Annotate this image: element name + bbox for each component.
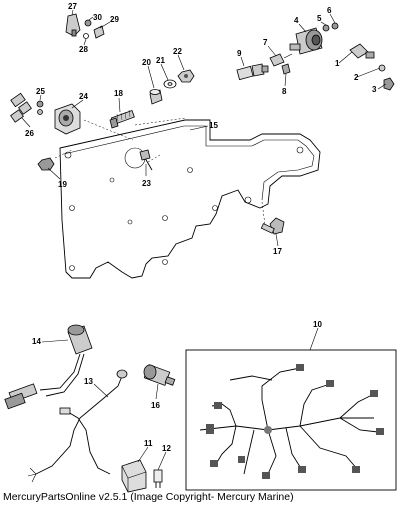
harness-10-connectors — [206, 364, 384, 479]
harness-part-14[interactable] — [4, 324, 93, 410]
callout-28: 28 — [79, 45, 88, 54]
callout-22: 22 — [173, 47, 182, 56]
assembly-lines — [54, 117, 266, 226]
bolt-part-17[interactable] — [260, 217, 285, 235]
copyright-caption: MercuryPartsOnline v2.5.1 (Image Copyrig… — [3, 491, 294, 503]
nut-part-6[interactable] — [331, 22, 339, 30]
callout-4: 4 — [294, 16, 299, 25]
callout-24: 24 — [79, 92, 88, 101]
callout-7: 7 — [263, 38, 268, 47]
washer-part-28[interactable] — [83, 33, 89, 39]
harness-part-13[interactable] — [27, 369, 128, 483]
callout-labels: 1 2 3 4 5 6 7 8 9 10 11 12 13 14 15 16 1… — [25, 2, 377, 453]
callout-9: 9 — [237, 49, 242, 58]
callout-2: 2 — [354, 73, 359, 82]
callout-10: 10 — [313, 320, 322, 329]
leader-lines — [21, 9, 387, 471]
nut-part-22[interactable] — [177, 69, 195, 83]
callout-5: 5 — [317, 14, 322, 23]
harness-part-10[interactable] — [199, 367, 379, 475]
fitting-part-8[interactable] — [281, 63, 291, 75]
mounting-bracket[interactable] — [59, 119, 321, 279]
callout-25: 25 — [36, 87, 45, 96]
relay-part-11[interactable] — [121, 459, 147, 493]
sensor-part-24[interactable] — [54, 103, 81, 135]
clip-part-27[interactable] — [65, 13, 81, 37]
callout-3: 3 — [372, 85, 377, 94]
callout-27: 27 — [68, 2, 77, 11]
spacer-part-20[interactable] — [149, 89, 163, 105]
callout-14: 14 — [32, 337, 41, 346]
callout-18: 18 — [114, 89, 123, 98]
stud-part-18[interactable] — [109, 109, 135, 129]
callout-6: 6 — [327, 6, 332, 15]
fuse-part-12[interactable] — [153, 469, 163, 488]
sensor-part-1[interactable] — [349, 43, 375, 59]
callout-21: 21 — [156, 56, 165, 65]
harness-part-10-box — [185, 349, 397, 491]
callout-8: 8 — [282, 87, 287, 96]
terminal-part-29[interactable] — [93, 25, 105, 39]
washer-part-21[interactable] — [163, 79, 177, 89]
callout-16: 16 — [151, 401, 160, 410]
callout-13: 13 — [84, 377, 93, 386]
callout-30: 30 — [93, 13, 102, 22]
connector-part-26[interactable] — [10, 92, 32, 123]
washer-part-2[interactable] — [378, 64, 386, 72]
callout-12: 12 — [162, 444, 171, 453]
screw-part-23[interactable] — [139, 149, 153, 171]
callout-17: 17 — [273, 247, 282, 256]
nut-part-3[interactable] — [383, 77, 395, 91]
nut-part-5[interactable] — [322, 24, 330, 32]
callout-20: 20 — [142, 58, 151, 67]
callout-26: 26 — [25, 129, 34, 138]
nut-part-30[interactable] — [84, 19, 92, 27]
nut-part-25[interactable] — [36, 100, 44, 115]
callout-1: 1 — [335, 59, 340, 68]
sensor-part-16[interactable] — [143, 364, 176, 386]
callout-19: 19 — [58, 180, 67, 189]
callout-15: 15 — [209, 121, 218, 130]
callout-29: 29 — [110, 15, 119, 24]
callout-11: 11 — [144, 439, 153, 448]
sensor-part-4[interactable] — [289, 27, 323, 55]
wire-part-7[interactable] — [269, 53, 293, 67]
nut-part-19[interactable] — [37, 157, 55, 171]
callout-23: 23 — [142, 179, 151, 188]
sensor-part-9[interactable] — [236, 63, 269, 81]
